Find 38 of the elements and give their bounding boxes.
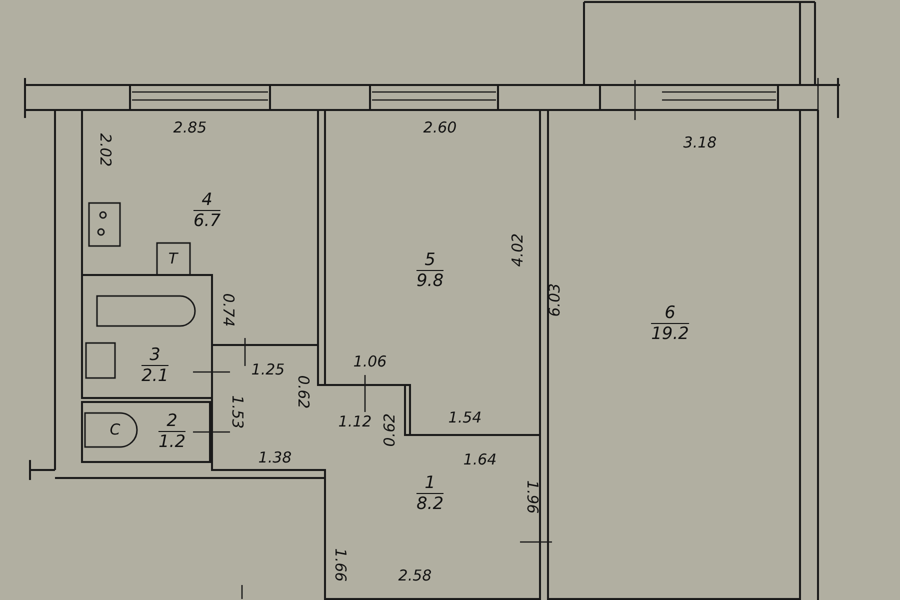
room-number: 1 <box>416 473 444 494</box>
room-area: 6.7 <box>193 211 221 231</box>
dimension-label: 0.62 <box>382 413 398 447</box>
dimension-label: 6.03 <box>546 283 564 317</box>
dimension-label: Т <box>168 250 178 268</box>
dimension-label: 1.38 <box>258 450 292 466</box>
dimension-label: 2.58 <box>398 568 432 584</box>
room-area: 2.1 <box>141 366 169 386</box>
room-area: 8.2 <box>416 494 444 514</box>
dimension-label: 0.62 <box>294 375 312 409</box>
dimension-label: 1.54 <box>448 410 482 426</box>
room-number: 5 <box>416 250 444 271</box>
dimension-label: 0.74 <box>220 293 236 327</box>
room-number: 3 <box>141 345 169 366</box>
dimension-label: 1.53 <box>228 395 246 429</box>
dimension-label: 2.60 <box>423 120 457 136</box>
room-number: 4 <box>193 190 221 211</box>
room <box>82 402 210 462</box>
dimension-label: 2.02 <box>96 133 114 167</box>
dimension-label: 1.96 <box>524 480 540 514</box>
room-number: 2 <box>158 411 186 432</box>
dimension-label: 2.85 <box>173 120 207 136</box>
dimension-label: 1.12 <box>338 414 372 430</box>
room-area: 1.2 <box>158 432 186 452</box>
room <box>82 110 318 345</box>
room <box>548 110 800 599</box>
dimension-label: 1.06 <box>353 354 387 370</box>
dimension-label: 4.02 <box>510 233 526 267</box>
room-area: 9.8 <box>416 271 444 291</box>
dimension-label: 3.18 <box>683 134 717 152</box>
room <box>82 275 212 398</box>
dimension-label: 1.25 <box>251 362 285 378</box>
dimension-label: 1.64 <box>463 452 497 468</box>
room-area: 19.2 <box>651 324 689 344</box>
dimension-label: С <box>110 422 120 438</box>
room <box>212 345 540 599</box>
dimension-label: 1.66 <box>332 548 348 582</box>
room-number: 6 <box>651 303 689 324</box>
